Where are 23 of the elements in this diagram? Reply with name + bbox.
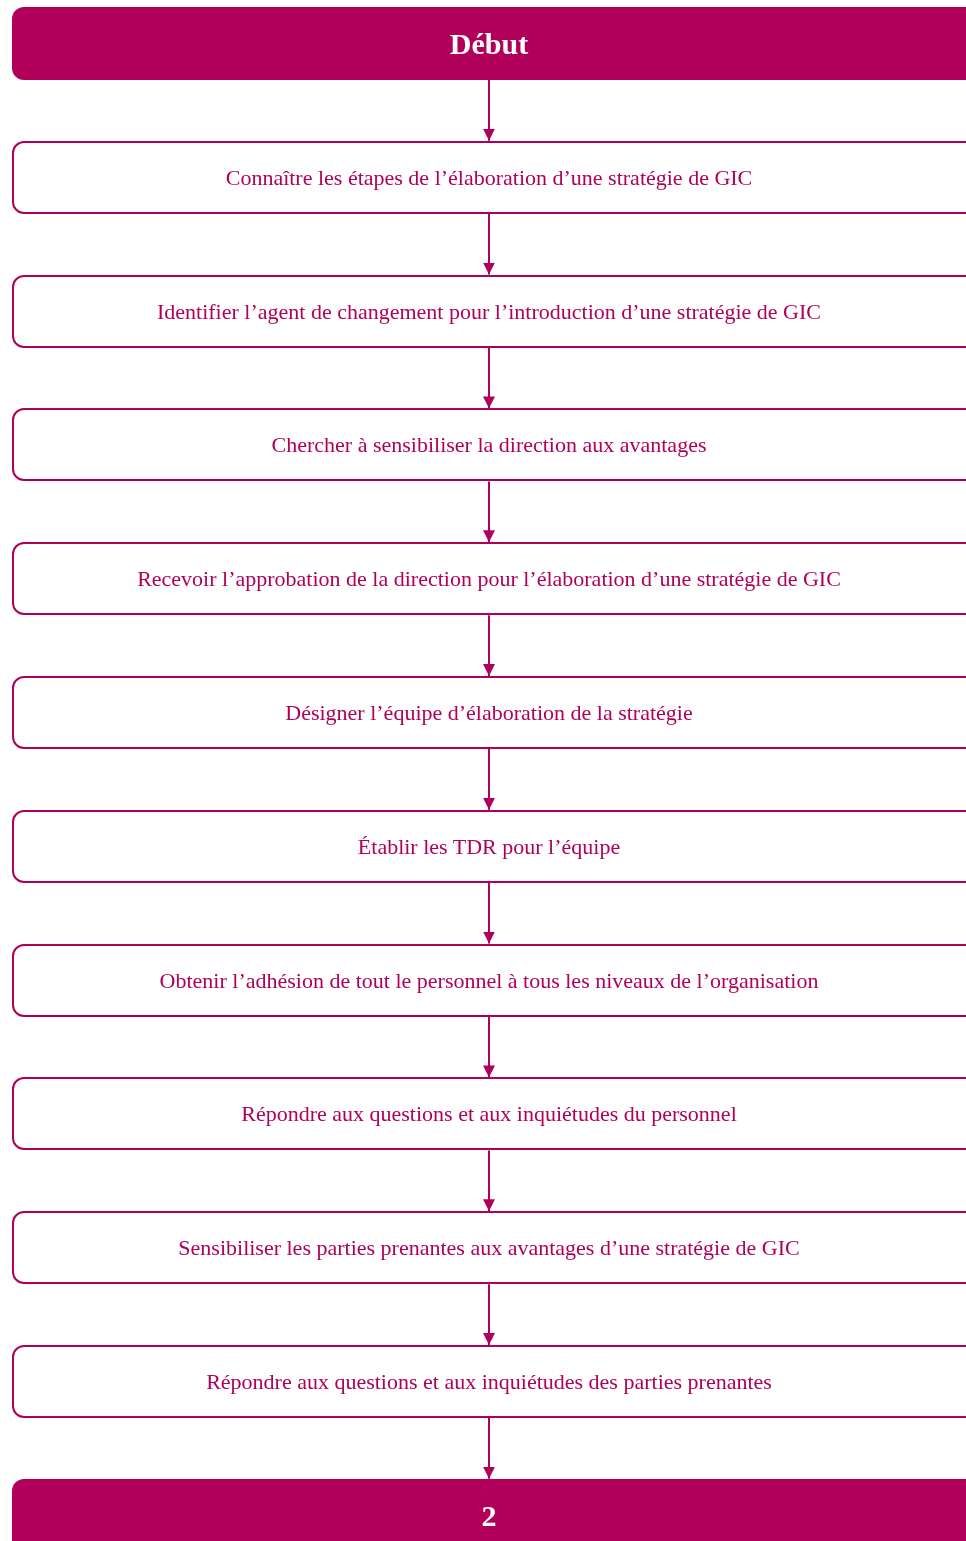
arrow bbox=[483, 1015, 495, 1079]
process-box: Désigner l’équipe d’élaboration de la stratégie bbox=[12, 676, 966, 749]
arrow bbox=[483, 480, 495, 544]
process-box: Sensibiliser les parties prenantes aux avantages d’une stratégie de GIC bbox=[12, 1211, 966, 1285]
arrow bbox=[483, 748, 495, 811]
process-box: Connaître les étapes de l’élaboration d’une stratégie de GIC bbox=[12, 140, 966, 214]
process-box: Répondre aux questions et aux inquiétudes du personnel bbox=[12, 1077, 966, 1151]
arrow bbox=[483, 1417, 495, 1480]
arrow bbox=[483, 881, 495, 945]
process-box: Établir les TDR pour l’équipe bbox=[12, 809, 966, 883]
process-box: Identifier l’agent de changement pour l’introduction d’une stratégie de GIC bbox=[12, 274, 966, 348]
process-box: Chercher à sensibiliser la direction aux avantages bbox=[12, 408, 966, 482]
process-box: Obtenir l’adhésion de tout le personnel à tous les niveaux de l’organisation bbox=[12, 943, 966, 1017]
arrow bbox=[483, 212, 495, 276]
arrow bbox=[483, 346, 495, 410]
process-box: Recevoir l’approbation de la direction pour l’élaboration d’une stratégie de GIC bbox=[12, 542, 966, 616]
terminal-box: Début bbox=[12, 7, 966, 80]
arrow bbox=[483, 614, 495, 677]
arrow bbox=[483, 1283, 495, 1346]
process-box: Répondre aux questions et aux inquiétudes des parties prenantes bbox=[12, 1345, 966, 1418]
arrow bbox=[483, 79, 495, 142]
arrow bbox=[483, 1149, 495, 1213]
terminal-box: 2 bbox=[12, 1478, 966, 1541]
